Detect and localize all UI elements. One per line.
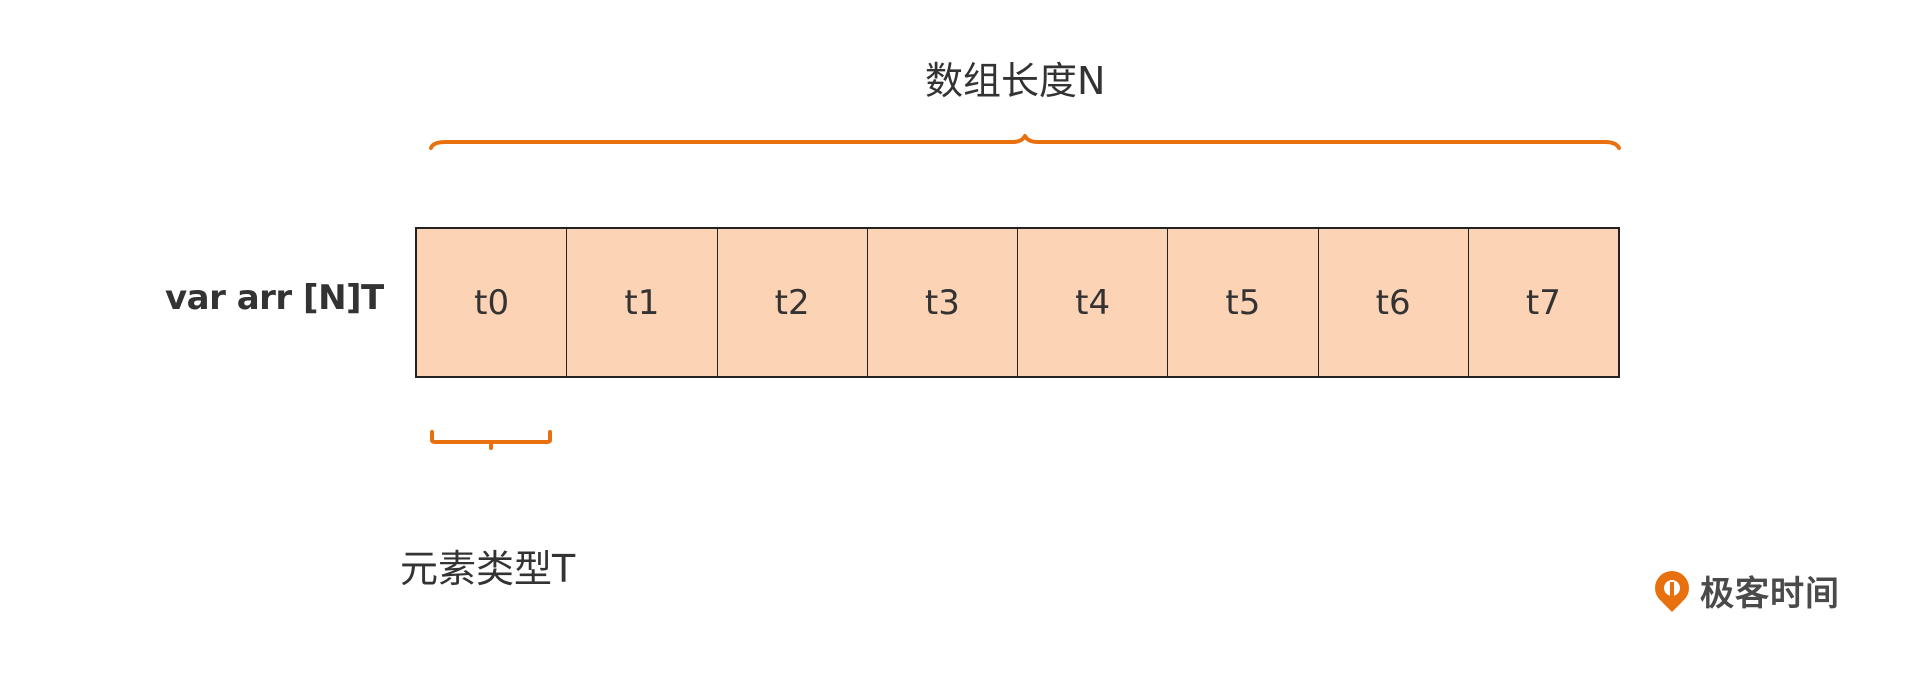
declaration-label: var arr [N]T (165, 278, 384, 318)
array-cell: t4 (1017, 229, 1167, 376)
array-cell: t6 (1317, 229, 1468, 376)
array-length-label: 数组长度N (925, 59, 1106, 103)
array-cell: t7 (1467, 229, 1618, 376)
element-type-label: 元素类型T (400, 547, 576, 591)
array-cell: t0 (474, 282, 510, 323)
array-cell: t5 (1167, 229, 1317, 376)
array-cell: t1 (566, 229, 716, 376)
array-cell: t2 (716, 229, 867, 376)
array-cells: t0 t1 t2 t3 t4 t5 t6 t7 (415, 227, 1620, 378)
element-type-brace (430, 430, 552, 450)
brand-logo-text: 极客时间 (1700, 574, 1840, 614)
array-cell: t3 (866, 229, 1017, 376)
brand-logo: 极客时间 (1650, 566, 1840, 615)
array-length-brace (429, 134, 1621, 150)
geektime-logo-icon (1655, 570, 1689, 612)
